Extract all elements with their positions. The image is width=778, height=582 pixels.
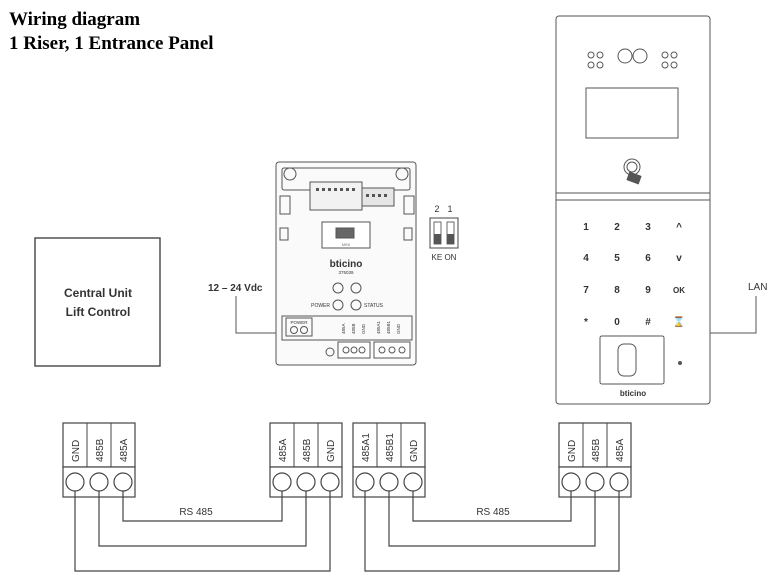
terminal-label: GND: [361, 323, 366, 334]
terminal-label: GND: [567, 440, 578, 462]
terminal-label: 485B: [351, 323, 356, 334]
terminal-label: GND: [71, 440, 82, 462]
central-unit: Central Unit Lift Control: [34, 237, 161, 367]
diagram-title: Wiring diagram: [9, 9, 141, 30]
terminal-label: 485B: [591, 438, 602, 462]
power-led-icon: [332, 282, 344, 294]
lan-label: LAN: [748, 282, 767, 293]
wiring-left: [74, 491, 331, 572]
central-unit-line1: Central Unit: [64, 286, 132, 300]
terminal-label: 485A: [119, 438, 130, 462]
terminal-label: GND: [396, 323, 401, 334]
power-led-label: POWER: [311, 303, 330, 309]
terminal-label: 485B1: [385, 433, 396, 462]
dip-number: 2: [434, 204, 439, 214]
terminal-label: 485A1: [376, 320, 381, 334]
key-down: v: [676, 253, 682, 264]
power-terminal-label: POWER: [290, 320, 308, 325]
key-2: 2: [614, 222, 620, 233]
status-led-icon: [350, 282, 362, 294]
key-hourglass: ⌛: [673, 315, 685, 328]
key-8: 8: [614, 285, 620, 296]
interface-module: MINI bticino 375039 POWER STATUS POWER 4…: [275, 161, 417, 366]
dip-legend: KE ON: [432, 253, 457, 262]
power-leader-line: [235, 296, 284, 334]
key-hash: #: [645, 317, 651, 328]
key-ok: OK: [673, 286, 685, 295]
bus-label-left: RS 485: [179, 507, 213, 518]
panel-brand: bticino: [620, 389, 646, 398]
usb-port-icon: [335, 227, 355, 239]
fingerprint-icon: [617, 343, 637, 377]
terminal-label: 485A: [615, 438, 626, 462]
terminal-block-3: 485A1 485B1 GND: [352, 422, 426, 498]
status-led-label: STATUS: [364, 303, 384, 309]
speaker-grille-icon: [587, 51, 678, 69]
terminal-label: 485A1: [361, 433, 372, 462]
key-7: 7: [583, 285, 589, 296]
mount-screw-icon: [395, 167, 409, 181]
terminal-label: 485A: [341, 323, 346, 334]
terminal-block-2: 485A 485B GND: [269, 422, 343, 498]
terminal-label: 485B1: [386, 320, 391, 334]
rfid-icon: [623, 158, 642, 185]
key-1: 1: [583, 222, 589, 233]
terminal-label: 485B: [302, 438, 313, 462]
entrance-panel: bticino: [555, 15, 711, 405]
bus-label-right: RS 485: [476, 507, 510, 518]
central-unit-line2: Lift Control: [66, 305, 131, 319]
key-9: 9: [645, 285, 651, 296]
key-up: ^: [676, 222, 682, 233]
terminal-label: 485A: [278, 438, 289, 462]
key-0: 0: [614, 317, 620, 328]
power-supply-label: 12 – 24 Vdc: [208, 283, 263, 294]
key-star: *: [584, 317, 588, 328]
dip-switch: 2 1 KE ON: [429, 204, 459, 262]
key-5: 5: [614, 253, 620, 264]
key-3: 3: [645, 222, 651, 233]
interface-brand: bticino: [330, 259, 363, 270]
terminal-label: GND: [326, 440, 337, 462]
wiring-right: [364, 491, 620, 572]
lan-leader-line: [710, 296, 757, 334]
terminal-block-4: GND 485B 485A: [558, 422, 632, 498]
keypad: 1 2 3 ^ 4 5 6 v 7 8 9 OK * 0 # ⌛: [583, 222, 685, 328]
display-screen: [585, 87, 679, 139]
diagram-subtitle: 1 Riser, 1 Entrance Panel: [9, 33, 214, 54]
terminal-block-1: GND 485B 485A: [62, 422, 136, 498]
key-4: 4: [583, 253, 589, 264]
terminal-label: 485B: [95, 438, 106, 462]
interface-code: 375039: [338, 270, 354, 275]
svg-text:MINI: MINI: [342, 242, 350, 247]
dip-number: 1: [447, 204, 452, 214]
camera-icon: [617, 48, 633, 64]
key-6: 6: [645, 253, 651, 264]
mount-screw-icon: [283, 167, 297, 181]
terminal-label: GND: [409, 440, 420, 462]
